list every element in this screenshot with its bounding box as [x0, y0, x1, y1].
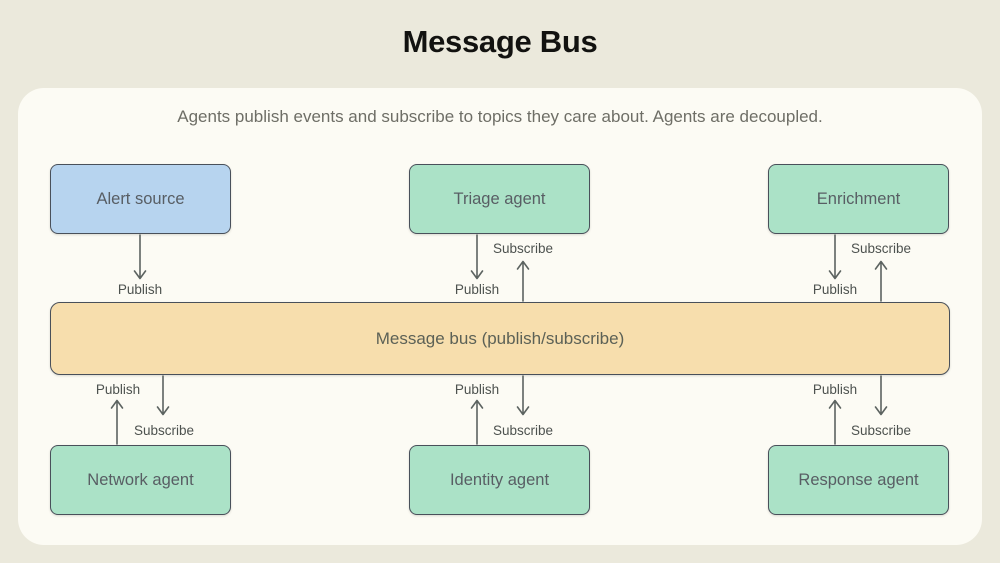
node-label: Response agent	[798, 470, 919, 489]
message-bus-bar: Message bus (publish/subscribe)	[50, 302, 950, 375]
page-title: Message Bus	[402, 24, 598, 59]
node-network-agent: Network agent	[50, 445, 231, 515]
publish-label: Publish	[95, 382, 141, 397]
subscribe-label: Subscribe	[492, 241, 554, 256]
publish-label: Publish	[454, 382, 500, 397]
publish-label: Publish	[812, 282, 858, 297]
bus-label: Message bus (publish/subscribe)	[375, 328, 625, 348]
node-label: Network agent	[87, 470, 194, 489]
publish-label: Publish	[117, 282, 163, 297]
publish-label: Publish	[454, 282, 500, 297]
node-alert-source: Alert source	[50, 164, 231, 234]
subscribe-label: Subscribe	[850, 241, 912, 256]
node-enrichment: Enrichment	[768, 164, 949, 234]
node-identity-agent: Identity agent	[409, 445, 590, 515]
node-label: Enrichment	[816, 189, 901, 208]
node-label: Alert source	[96, 189, 185, 208]
diagram-subtitle: Agents publish events and subscribe to t…	[177, 107, 823, 126]
node-triage-agent: Triage agent	[409, 164, 590, 234]
subscribe-label: Subscribe	[850, 423, 912, 438]
node-label: Identity agent	[449, 470, 550, 489]
subscribe-label: Subscribe	[492, 423, 554, 438]
node-label: Triage agent	[453, 189, 546, 208]
node-response-agent: Response agent	[768, 445, 949, 515]
subscribe-label: Subscribe	[133, 423, 195, 438]
publish-label: Publish	[812, 382, 858, 397]
